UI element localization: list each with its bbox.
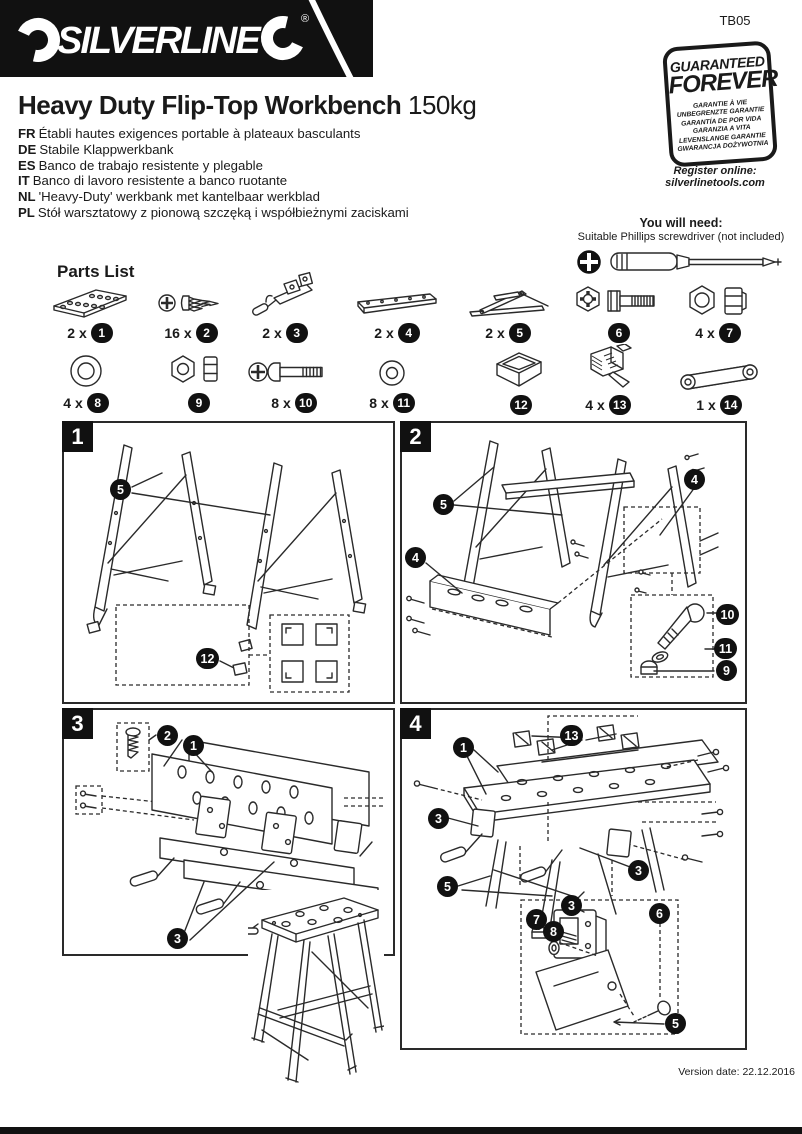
callout: 11 <box>714 638 737 659</box>
screw-icon <box>148 280 234 320</box>
step3-diagram <box>75 722 386 941</box>
parts-list-title: Parts List <box>57 262 135 281</box>
callout: 4 <box>405 547 426 568</box>
step-panel-4: 4 <box>400 708 747 1050</box>
assembled-workbench-drawing <box>248 890 384 1096</box>
part-item: 9 <box>160 350 234 413</box>
hex-nut-side-icon <box>160 350 234 390</box>
callout: 3 <box>628 860 649 881</box>
clamp-crank-icon <box>244 271 326 320</box>
phillips-screwdriver-icon <box>577 250 782 274</box>
foot-cap-icon <box>486 348 552 392</box>
callout: 3 <box>167 928 188 949</box>
part-number-badge: 4 <box>397 323 420 343</box>
callout: 13 <box>560 725 583 746</box>
callout: 7 <box>526 909 547 930</box>
part-number-badge: 14 <box>719 395 742 415</box>
callout: 3 <box>428 808 449 829</box>
callout: 5 <box>110 479 131 500</box>
side-rail-icon <box>352 280 442 320</box>
part-number-badge: 13 <box>608 395 631 415</box>
callout: 10 <box>716 604 739 625</box>
step-number: 3 <box>62 708 93 739</box>
brand-wordmark: SILVERLINE <box>57 20 262 62</box>
guarantee-badge: GUARANTEED FOREVER GARANTIE À VIE UNBEGR… <box>661 40 778 168</box>
part-number-badge: 11 <box>392 393 415 413</box>
lang-line-nl: NL'Heavy-Duty' werkbank met kantelbaar w… <box>18 189 320 205</box>
callout: 1 <box>453 737 474 758</box>
part-number-badge: 3 <box>285 323 308 343</box>
callout: 9 <box>716 660 737 681</box>
page-title: Heavy Duty Flip-Top Workbench 150kg <box>18 90 477 120</box>
callout: 5 <box>433 494 454 515</box>
part-number-badge: 9 <box>188 393 210 413</box>
step1-diagram <box>86 444 367 693</box>
folding-brace-icon <box>462 280 554 320</box>
phillips-bolt-icon <box>246 350 342 390</box>
part-number-badge: 6 <box>608 323 630 343</box>
callout: 4 <box>684 469 705 490</box>
callout: 5 <box>437 876 458 897</box>
callout: 6 <box>649 903 670 924</box>
callout: 8 <box>543 921 564 942</box>
step-panel-1: 1 <box>62 421 395 704</box>
step-panel-2: 2 <box>400 421 747 704</box>
step-number: 2 <box>400 421 431 452</box>
part-number-badge: 5 <box>508 323 531 343</box>
footer-bar <box>0 1127 802 1134</box>
part-number-badge: 2 <box>195 323 218 343</box>
brand-logo: SILVERLINE ® <box>0 0 373 77</box>
step-number: 1 <box>62 421 93 452</box>
step-panel-3: 3 <box>62 708 395 956</box>
callout: 3 <box>561 895 582 916</box>
register-online-text: Register online: silverlinetools.com <box>665 165 765 189</box>
callout: 12 <box>196 648 219 669</box>
part-item: 6 <box>572 280 662 343</box>
step-number: 4 <box>400 708 431 739</box>
part-number-badge: 12 <box>510 395 532 415</box>
product-code: TB05 <box>719 13 751 28</box>
step2-diagram <box>406 440 720 678</box>
hex-nut-icon <box>676 280 760 320</box>
perforated-plate-icon <box>44 280 136 320</box>
callout: 1 <box>183 735 204 756</box>
part-number-badge: 8 <box>86 393 109 413</box>
part-number-badge: 1 <box>90 323 113 343</box>
washer-small-icon <box>352 350 432 390</box>
step4-diagram <box>413 715 730 1035</box>
callout: 2 <box>157 725 178 746</box>
registered-mark-glyph: ® <box>301 13 309 25</box>
clamp-dog-icon <box>572 344 644 392</box>
part-number-badge: 10 <box>294 393 317 413</box>
part-item: 12 <box>486 348 552 415</box>
washer-large-icon <box>46 350 126 390</box>
callout: 5 <box>665 1013 686 1034</box>
part-number-badge: 7 <box>718 323 741 343</box>
handle-rod-icon <box>676 352 762 392</box>
you-will-need: You will need: Suitable Phillips screwdr… <box>560 216 802 278</box>
hex-bolt-icon <box>572 280 662 320</box>
guarantee-translations: GARANTIE À VIE UNBEGRENZTE GARANTIE GARA… <box>676 99 769 154</box>
version-date: Version date: 22.12.2016 <box>678 1066 795 1078</box>
